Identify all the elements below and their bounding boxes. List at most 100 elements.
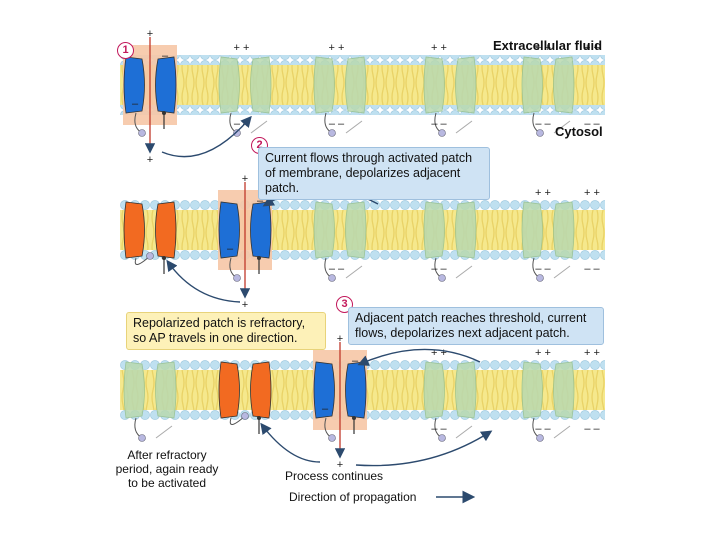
closed-channel — [423, 361, 477, 442]
inactivation-ball — [233, 129, 241, 137]
membrane-row-2: +––++ +– –+ +– –+ +– –+ +– – — [120, 173, 605, 311]
inactivation-ball — [438, 129, 446, 137]
channel-subunit-right — [455, 201, 477, 259]
resting-charge-plus: + + — [584, 347, 600, 359]
channel-subunit-left — [313, 361, 335, 419]
inactivation-ball — [138, 434, 146, 442]
activation-gate — [345, 265, 363, 279]
membrane-row-1: +––++ +– –+ +– –+ +– –+ +– –+ +– – — [120, 28, 605, 166]
channel-subunit-right — [155, 361, 177, 419]
charge-minus: – — [132, 98, 139, 110]
channel-subunit-right — [250, 201, 272, 259]
channel-subunit-right — [345, 201, 367, 259]
activation-gate — [155, 425, 173, 439]
channel-subunit-left — [423, 56, 445, 114]
inactivation-ball — [233, 274, 241, 282]
cytosol-label: Cytosol — [555, 124, 603, 139]
channel-subunit-left — [218, 201, 240, 259]
activation-gate — [455, 425, 473, 439]
charge-minus: – — [227, 243, 234, 255]
resting-charge-plus: + + — [431, 347, 447, 359]
channel-subunit-left — [123, 56, 145, 114]
channel-subunit-right — [553, 56, 575, 114]
direction-label: Direction of propagation — [289, 490, 417, 504]
channel-subunit-left — [218, 361, 240, 419]
channel-subunit-right — [345, 361, 367, 419]
channel-subunit-left — [218, 56, 240, 114]
channel-subunit-left — [123, 361, 145, 419]
gate-hinge — [257, 416, 261, 420]
resting-charge-plus: + + — [584, 42, 600, 54]
charge-minus: – — [162, 50, 169, 62]
resting-charge-minus: – – — [329, 263, 345, 275]
inactivation-ball — [138, 129, 146, 137]
channel-subunit-left — [123, 201, 145, 259]
channel-subunit-right — [345, 56, 367, 114]
resting-charge-plus: + + — [584, 187, 600, 199]
inactivation-ball — [536, 434, 544, 442]
current-flow-arrow — [355, 430, 493, 467]
inactivation-ball — [536, 129, 544, 137]
extracellular-label: Extracellular fluid — [493, 38, 603, 53]
activation-gate — [455, 265, 473, 279]
closed-channel — [423, 56, 477, 137]
charge-plus: + — [337, 333, 343, 345]
gate-hinge — [162, 111, 166, 115]
resting-charge-minus: – – — [431, 423, 447, 435]
activation-gate — [553, 425, 571, 439]
inactivation-ball — [328, 129, 336, 137]
resting-charge-plus: + + — [329, 42, 345, 54]
refractory-channel — [123, 201, 177, 274]
channel-subunit-right — [155, 56, 177, 114]
resting-charge-minus: – – — [535, 423, 551, 435]
channel-subunit-left — [423, 361, 445, 419]
closed-channel — [313, 56, 367, 137]
inactivation-ball — [328, 434, 336, 442]
channel-subunit-right — [455, 361, 477, 419]
resting-charge-minus: – – — [535, 118, 551, 130]
resting-charge-plus: + + — [535, 347, 551, 359]
inactivation-ball — [241, 412, 249, 420]
resting-charge-minus: – – — [431, 118, 447, 130]
closed-channel — [313, 201, 367, 282]
closed-channel — [218, 56, 272, 137]
gate-hinge — [352, 416, 356, 420]
gate-hinge — [257, 256, 261, 260]
charge-plus: + — [242, 173, 248, 185]
gate-hinge — [162, 256, 166, 260]
resting-charge-minus: – – — [535, 263, 551, 275]
current-flow-arrow — [166, 259, 241, 303]
channel-subunit-left — [313, 201, 335, 259]
resting-charge-plus: + + — [535, 187, 551, 199]
inactivation-ball — [438, 434, 446, 442]
current-flow-arrow — [357, 348, 481, 366]
charge-minus: – — [257, 195, 264, 207]
resting-charge-minus: – – — [584, 423, 600, 435]
step-2-callout: Current flows through activated patch of… — [258, 147, 490, 200]
process-continues-label: Process continues — [285, 469, 384, 483]
charge-plus: + — [147, 154, 153, 166]
channel-subunit-right — [250, 56, 272, 114]
activation-gate — [455, 120, 473, 134]
charge-plus: + — [337, 459, 343, 471]
channel-subunit-right — [553, 361, 575, 419]
channel-subunit-right — [155, 201, 177, 259]
channel-subunit-right — [250, 361, 272, 419]
active-channel: +––+ — [218, 173, 272, 311]
resting-charge-minus: – – — [431, 263, 447, 275]
channel-subunit-left — [521, 56, 543, 114]
activation-gate — [553, 120, 571, 134]
step-3-callout: Adjacent patch reaches threshold, curren… — [348, 307, 604, 345]
charge-minus: – — [322, 403, 329, 415]
refractory-channel — [218, 361, 272, 434]
resting-charge-minus: – – — [584, 118, 600, 130]
resting-charge-minus: – – — [584, 263, 600, 275]
closed-channel — [521, 361, 575, 442]
active-channel: +––+ — [313, 333, 367, 471]
step-1-badge: 1 — [117, 42, 134, 59]
closed-channel — [521, 56, 575, 137]
closed-channel — [123, 361, 177, 442]
refractory-callout: Repolarized patch is refractory, so AP t… — [126, 312, 326, 350]
activation-gate — [553, 265, 571, 279]
